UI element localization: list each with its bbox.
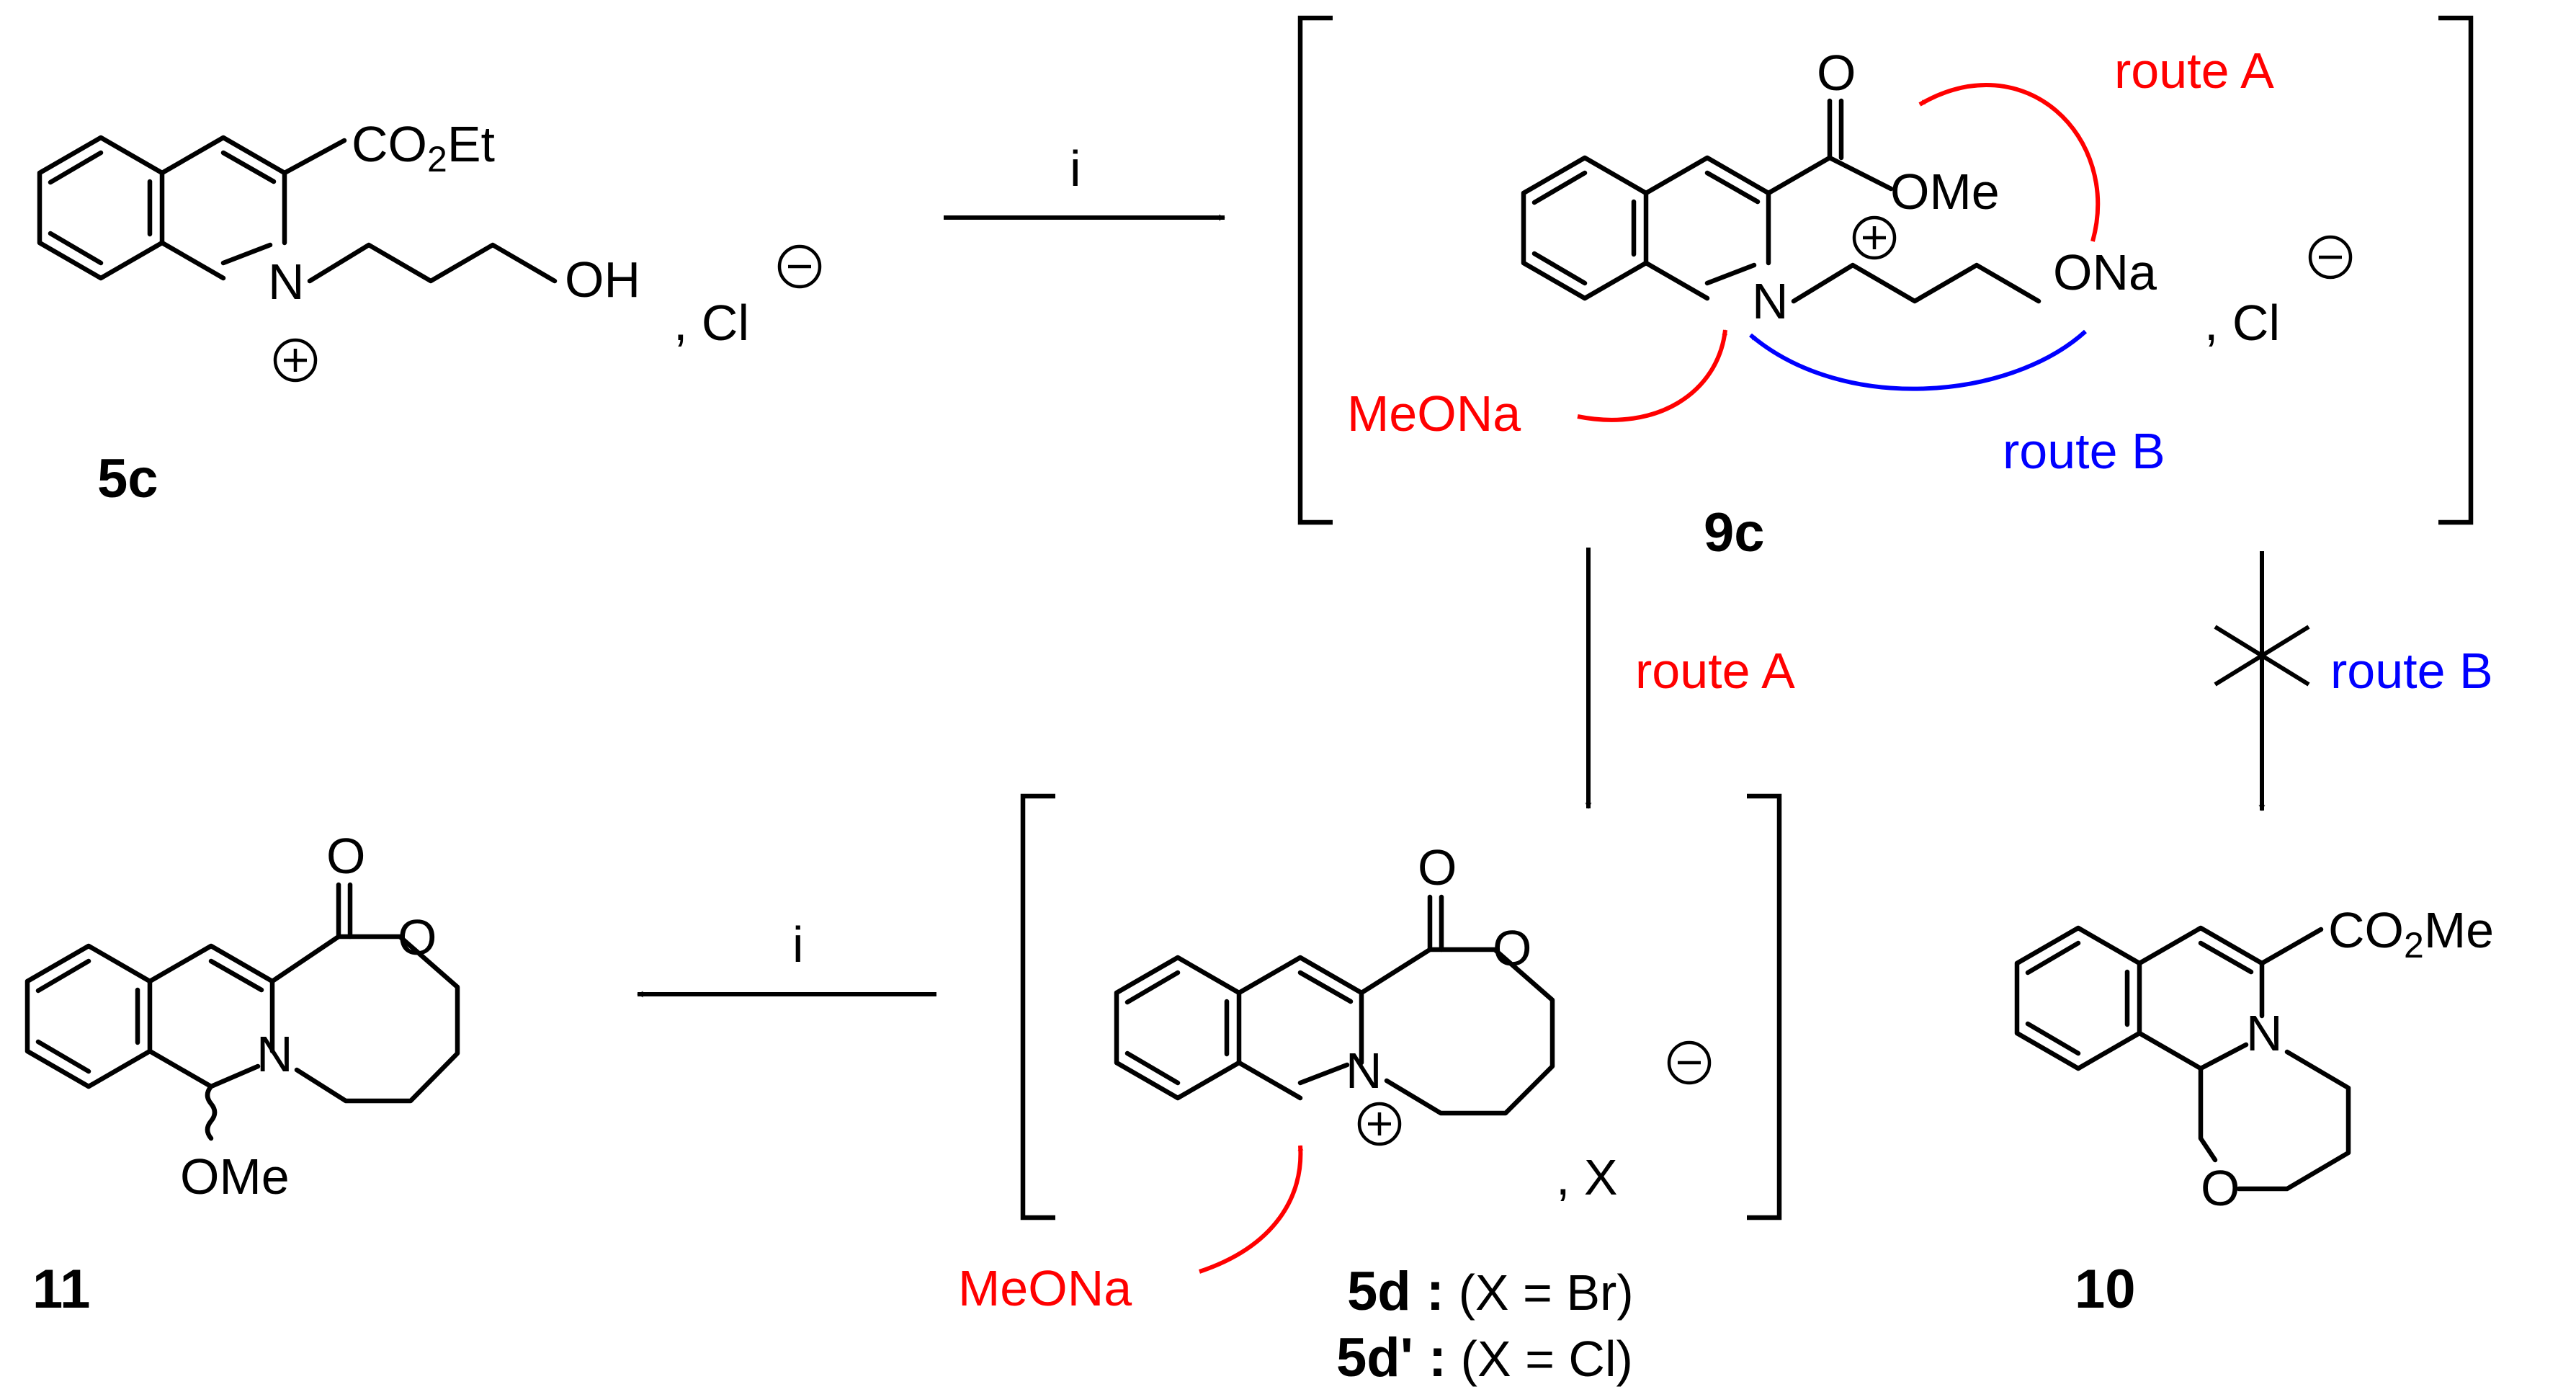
- 11-dihydro-ring: [147, 943, 275, 1089]
- 11-methoxy: OMe: [180, 1148, 290, 1205]
- 9c-carbonyl-oxygen: O: [1817, 45, 1856, 101]
- 11-benzene-ring: [24, 943, 153, 1089]
- 5d-label-br: 5d : (X = Br): [1347, 1261, 1634, 1322]
- compound-11: O O N OMe 11: [24, 828, 460, 1320]
- 10-ester-bond: [2259, 927, 2324, 966]
- 10-aromatic-inner-bonds: [2025, 940, 2130, 1056]
- 10-ene-double-bond: [2198, 940, 2254, 975]
- 5d-label-cl: 5d' : (X = Cl): [1336, 1327, 1633, 1388]
- 11-carbonyl-double-bond: [336, 882, 353, 939]
- 5d-carbonyl-oxygen: O: [1418, 839, 1457, 896]
- 5d-benzene-ring: [1114, 955, 1242, 1101]
- 5c-ester: CO2Et: [352, 116, 495, 179]
- 10-benzene-ring: [2014, 925, 2142, 1071]
- 9c-meona: MeONa: [1347, 385, 1521, 442]
- reagent-i-bottom: i: [792, 916, 804, 973]
- 5d-left-bracket: [1020, 793, 1055, 1220]
- arrow-route-b-blocked: route B: [2214, 551, 2493, 811]
- 11-ene-double-bond: [208, 958, 264, 993]
- 5d-ring-oxygen: O: [1493, 920, 1531, 976]
- compound-5c: CO2Et N OH , Cl 5c: [37, 116, 822, 509]
- 9c-counterion: , Cl: [2204, 295, 2280, 351]
- 5c-pyridinium-double-bonds: [220, 150, 277, 266]
- 11-ring-oxygen: O: [398, 909, 437, 965]
- blocked-cross-icon: [2214, 625, 2310, 687]
- 9c-left-bracket: [1297, 15, 1333, 525]
- 9c-route-b-curve: [1749, 329, 2088, 391]
- 10-dihydro-ring: [2137, 925, 2265, 1071]
- 10-label: 10: [2075, 1259, 2136, 1320]
- route-b-arrow-label: route B: [2330, 643, 2493, 699]
- 9c-meona-curve: [1577, 329, 1728, 422]
- 5c-label: 5c: [97, 448, 158, 509]
- 9c-methoxy: OMe: [1890, 164, 2000, 220]
- 11-wavy-bond: [205, 1084, 218, 1141]
- 9c-positive-charge: [1852, 215, 1897, 260]
- 5c-chloride-charge: [777, 244, 822, 289]
- 9c-route-b-label: route B: [2003, 423, 2165, 479]
- 5d-pyridinium-double-bonds: [1297, 970, 1354, 1086]
- 5c-nitrogen: N: [268, 254, 305, 310]
- 11-carbonyl-oxygen: O: [326, 828, 365, 884]
- 5d-positive-charge: [1357, 1102, 1402, 1146]
- 5d-meona-curve: [1199, 1145, 1304, 1274]
- 5d-meona: MeONa: [958, 1260, 1132, 1316]
- 9c-ester-bonds: [1766, 98, 1894, 196]
- 9c-alkoxide: ONa: [2053, 244, 2157, 300]
- compound-10: CO2Me N O 10: [2014, 902, 2494, 1320]
- 10-oxazine-ring: [2198, 1049, 2351, 1192]
- 5d-carbonyl-double-bond: [1427, 894, 1444, 952]
- compound-5d: O O N , X MeONa 5d : (X = Br) 5d' : (X =…: [958, 793, 1782, 1388]
- 10-ester: CO2Me: [2328, 902, 2494, 965]
- 5d-right-bracket: [1747, 793, 1782, 1220]
- 9c-route-a-label: route A: [2114, 43, 2274, 99]
- 5c-benzene-ring: [37, 135, 165, 281]
- 5c-positive-charge: [273, 338, 318, 383]
- 9c-aromatic-inner-bonds: [1531, 170, 1637, 286]
- 5c-pyridinium-ring: [159, 135, 287, 281]
- 9c-nitrogen: N: [1752, 273, 1789, 329]
- 5c-ester-bond: [282, 138, 347, 176]
- reagent-i-top: i: [1070, 140, 1081, 197]
- 9c-pyridinium-double-bonds: [1704, 170, 1761, 286]
- 5c-n-chain: [307, 242, 558, 284]
- 11-nitrogen: N: [256, 1026, 293, 1082]
- 5d-pyridinium-ring: [1236, 955, 1364, 1101]
- 11-label: 11: [32, 1259, 90, 1320]
- 9c-chloride-charge: [2308, 235, 2353, 280]
- 9c-right-bracket: [2438, 15, 2474, 525]
- 9c-n-chain: [1791, 262, 2041, 304]
- 5d-counterion: , X: [1556, 1149, 1618, 1205]
- route-a-arrow-label: route A: [1635, 643, 1795, 699]
- compound-9c: O OMe N ONa , Cl route A route B MeONa 9…: [1297, 15, 2474, 563]
- 9c-label: 9c: [1704, 502, 1765, 563]
- 10-ring-oxygen: O: [2201, 1160, 2240, 1216]
- 5c-counterion: , Cl: [674, 295, 749, 351]
- 5d-aromatic-inner-bonds: [1124, 970, 1230, 1086]
- arrow-step-i-bottom: i: [637, 916, 936, 998]
- 9c-route-a-curve: [1918, 82, 2101, 242]
- arrow-route-a: route A: [1585, 548, 1795, 809]
- arrow-step-i-top: i: [944, 140, 1225, 221]
- 9c-benzene-ring: [1521, 155, 1649, 301]
- 11-aromatic-inner-bonds: [35, 958, 140, 1074]
- 5d-nitrogen: N: [1346, 1043, 1382, 1099]
- 9c-pyridinium-ring: [1643, 155, 1771, 301]
- 10-nitrogen: N: [2246, 1005, 2283, 1061]
- 5c-aromatic-inner-bonds: [48, 150, 153, 266]
- 5d-anion-charge: [1667, 1040, 1712, 1085]
- 5c-hydroxyl: OH: [565, 251, 640, 308]
